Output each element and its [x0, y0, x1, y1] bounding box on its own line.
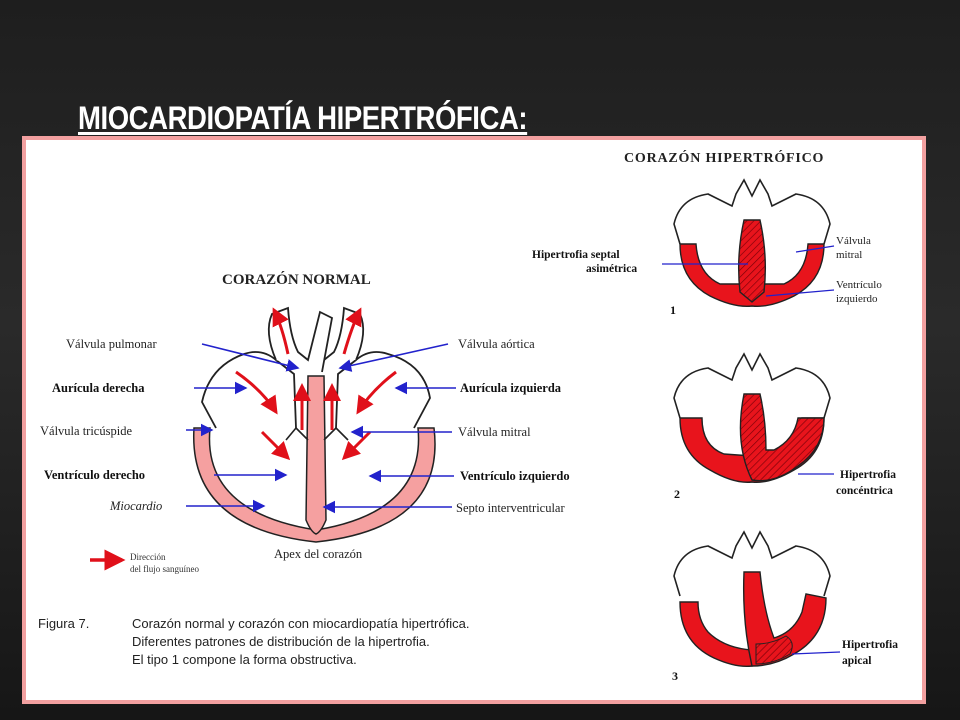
hcm-heart-2 [673, 352, 831, 483]
hcm1-myocardium [679, 243, 825, 307]
caption-line-3: El tipo 1 compone la forma obstructiva. [132, 652, 357, 667]
hcm1-right-pointer-2 [765, 289, 835, 297]
figure-panel: CORAZÓN NORMAL [22, 136, 926, 704]
label-apex: Apex del corazón [274, 547, 363, 561]
hcm2-label-line1: Hipertrofia [840, 469, 896, 481]
label-valvula-mitral: Válvula mitral [458, 425, 531, 439]
hcm2-lv-hatched [739, 393, 825, 482]
legend-line2: del flujo sanguíneo [130, 564, 199, 574]
hcm-heart-3 [673, 530, 831, 668]
hcm1-septum [737, 219, 767, 303]
hcm-heart-1 [673, 178, 831, 307]
hcm1-right-label1-line1: Válvula [836, 235, 871, 247]
caption-line-2: Diferentes patrones de distribución de l… [132, 634, 430, 649]
hcm3-apex-hatched [755, 635, 793, 665]
hcm1-right-pointer-1 [795, 245, 835, 253]
slide-title: MIOCARDIOPATÍA HIPERTRÓFICA: [78, 100, 528, 136]
flow-arrows [235, 307, 397, 461]
normal-heart: CORAZÓN NORMAL [40, 271, 570, 574]
hcm3-label-line1: Hipertrofia [842, 639, 898, 651]
hcm1-right-label2-line1: Ventrículo [836, 279, 882, 291]
label-ventriculo-derecho: Ventrículo derecho [44, 468, 145, 482]
hypertrophic-heading: CORAZÓN HIPERTRÓFICO [624, 149, 824, 166]
hcm2-label-line2: concéntrica [836, 485, 893, 497]
figure-caption: Figura 7. Corazón normal y corazón con m… [38, 616, 469, 667]
hcm3-rv-wall [679, 601, 753, 668]
label-ventriculo-izquierdo: Ventrículo izquierdo [460, 469, 570, 483]
label-valvula-tricuspide: Válvula tricúspide [40, 424, 132, 438]
normal-pointers [186, 343, 456, 514]
normal-mitral-valve [323, 427, 349, 441]
hcm2-number: 2 [674, 487, 680, 501]
caption-figure-label: Figura 7. [38, 616, 89, 631]
label-auricula-izquierda: Aurícula izquierda [460, 381, 562, 395]
hcm1-atria [673, 178, 831, 245]
hcm1-right-label2-line2: izquierdo [836, 293, 878, 305]
flow-legend: Dirección del flujo sanguíneo [90, 549, 199, 574]
normal-left-atrium [335, 351, 431, 429]
caption-line-1: Corazón normal y corazón con miocardiopa… [132, 616, 469, 631]
label-miocardio: Miocardio [109, 499, 162, 513]
hcm1-number: 1 [670, 303, 676, 317]
hcm3-number: 3 [672, 669, 678, 683]
normal-tricuspid-valve [285, 427, 309, 441]
hcm3-label-line2: apical [842, 655, 871, 667]
normal-heart-heading: CORAZÓN NORMAL [222, 271, 371, 288]
hcm1-left-label-line2: asimétrica [586, 263, 637, 275]
hcm3-atria [673, 530, 831, 597]
label-septo-interventricular: Septo interventricular [456, 501, 565, 515]
label-valvula-aortica: Válvula aórtica [458, 337, 535, 351]
label-auricula-derecha: Aurícula derecha [52, 381, 145, 395]
heart-diagram: CORAZÓN NORMAL [38, 149, 898, 683]
hcm3-lv-wall [742, 571, 827, 667]
normal-myocardium [193, 427, 436, 543]
normal-septum [305, 375, 327, 535]
hcm1-right-label1-line2: mitral [836, 249, 862, 261]
label-valvula-pulmonar: Válvula pulmonar [66, 337, 157, 351]
hcm1-left-label-line1: Hipertrofia septal [532, 249, 620, 261]
hcm3-pointer [791, 651, 841, 655]
legend-line1: Dirección [130, 552, 166, 562]
hcm2-atria [673, 352, 831, 419]
